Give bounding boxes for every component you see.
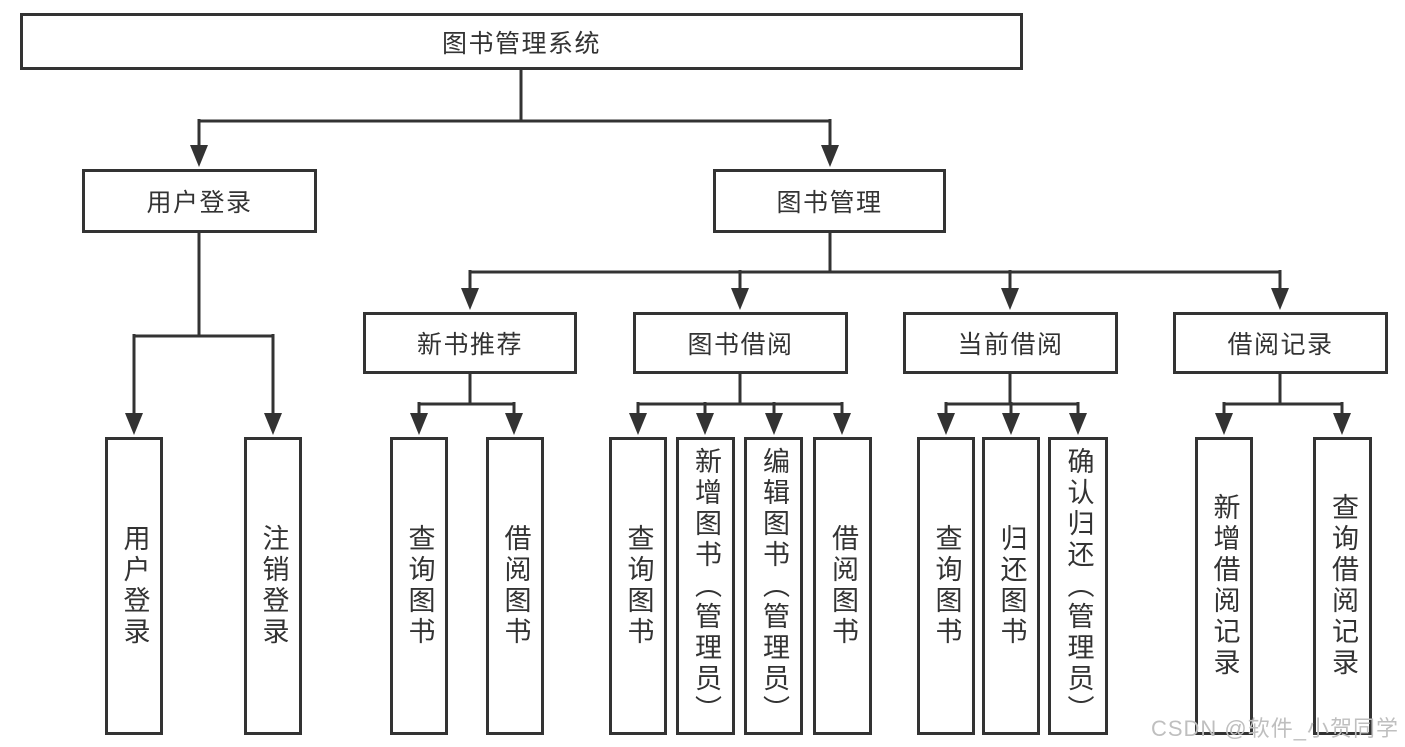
- leaf-label: 借阅图书: [500, 524, 531, 648]
- node-current-borrow: 当前借阅: [903, 312, 1118, 374]
- leaf-add-borrow-record: 新增借阅记录: [1195, 437, 1253, 735]
- node-borrow-record: 借阅记录: [1173, 312, 1388, 374]
- leaf-logout: 注销登录: [244, 437, 302, 735]
- arrow-down-icon: [190, 145, 208, 167]
- arrow-down-icon: [264, 413, 282, 435]
- arrow-down-icon: [937, 413, 955, 435]
- arrow-down-icon: [1333, 413, 1351, 435]
- connector-user-login-children: [125, 232, 282, 435]
- leaf-label: 用户登录: [119, 524, 150, 648]
- arrow-down-icon: [1002, 413, 1020, 435]
- node-book-management: 图书管理: [713, 169, 946, 233]
- leaf-user-login: 用户登录: [105, 437, 163, 735]
- node-user-login: 用户登录: [82, 169, 317, 233]
- arrow-down-icon: [833, 413, 851, 435]
- arrow-down-icon: [629, 413, 647, 435]
- node-root-system: 图书管理系统: [20, 13, 1023, 70]
- arrow-down-icon: [1001, 288, 1019, 310]
- leaf-confirm-return-admin: 确认归还（管理员）: [1048, 437, 1108, 735]
- leaf-label: 查询图书: [404, 524, 435, 648]
- leaf-label: 查询借阅记录: [1328, 493, 1358, 679]
- arrow-down-icon: [410, 413, 428, 435]
- arrow-down-icon: [461, 288, 479, 310]
- leaf-borrow-books-2: 借阅图书: [813, 437, 872, 735]
- connector-root-to-level2: [190, 70, 839, 167]
- leaf-edit-books-admin: 编辑图书（管理员）: [744, 437, 803, 735]
- leaf-label: 新增图书（管理员）: [691, 446, 721, 726]
- leaf-label: 注销登录: [258, 524, 289, 648]
- leaf-query-books-1: 查询图书: [390, 437, 448, 735]
- arrow-down-icon: [696, 413, 714, 435]
- leaf-query-books-2: 查询图书: [609, 437, 667, 735]
- connector-current-borrow-children: [937, 373, 1087, 435]
- leaf-label: 确认归还（管理员）: [1063, 446, 1094, 726]
- arrow-down-icon: [505, 413, 523, 435]
- leaf-query-borrow-record: 查询借阅记录: [1313, 437, 1372, 735]
- connector-book-mgmt-to-level3: [461, 232, 1289, 310]
- leaf-return-books: 归还图书: [982, 437, 1040, 735]
- connector-book-borrow-children: [629, 373, 851, 435]
- arrow-down-icon: [125, 413, 143, 435]
- connector-borrow-record-children: [1215, 373, 1351, 435]
- connector-new-book-children: [410, 373, 523, 435]
- arrow-down-icon: [765, 413, 783, 435]
- node-book-borrow: 图书借阅: [633, 312, 848, 374]
- leaf-label: 查询图书: [931, 524, 962, 648]
- leaf-label: 编辑图书（管理员）: [759, 446, 789, 726]
- leaf-label: 查询图书: [623, 524, 654, 648]
- arrow-down-icon: [821, 145, 839, 167]
- leaf-borrow-books-1: 借阅图书: [486, 437, 544, 735]
- leaf-query-books-3: 查询图书: [917, 437, 975, 735]
- leaf-add-books-admin: 新增图书（管理员）: [676, 437, 735, 735]
- csdn-watermark: CSDN @软件_小贺同学: [1150, 716, 1399, 741]
- leaf-label: 新增借阅记录: [1209, 493, 1240, 679]
- arrow-down-icon: [731, 288, 749, 310]
- arrow-down-icon: [1215, 413, 1233, 435]
- leaf-label: 归还图书: [996, 524, 1027, 648]
- arrow-down-icon: [1271, 288, 1289, 310]
- arrow-down-icon: [1069, 413, 1087, 435]
- leaf-label: 借阅图书: [828, 524, 858, 648]
- node-new-book-recommend: 新书推荐: [363, 312, 577, 374]
